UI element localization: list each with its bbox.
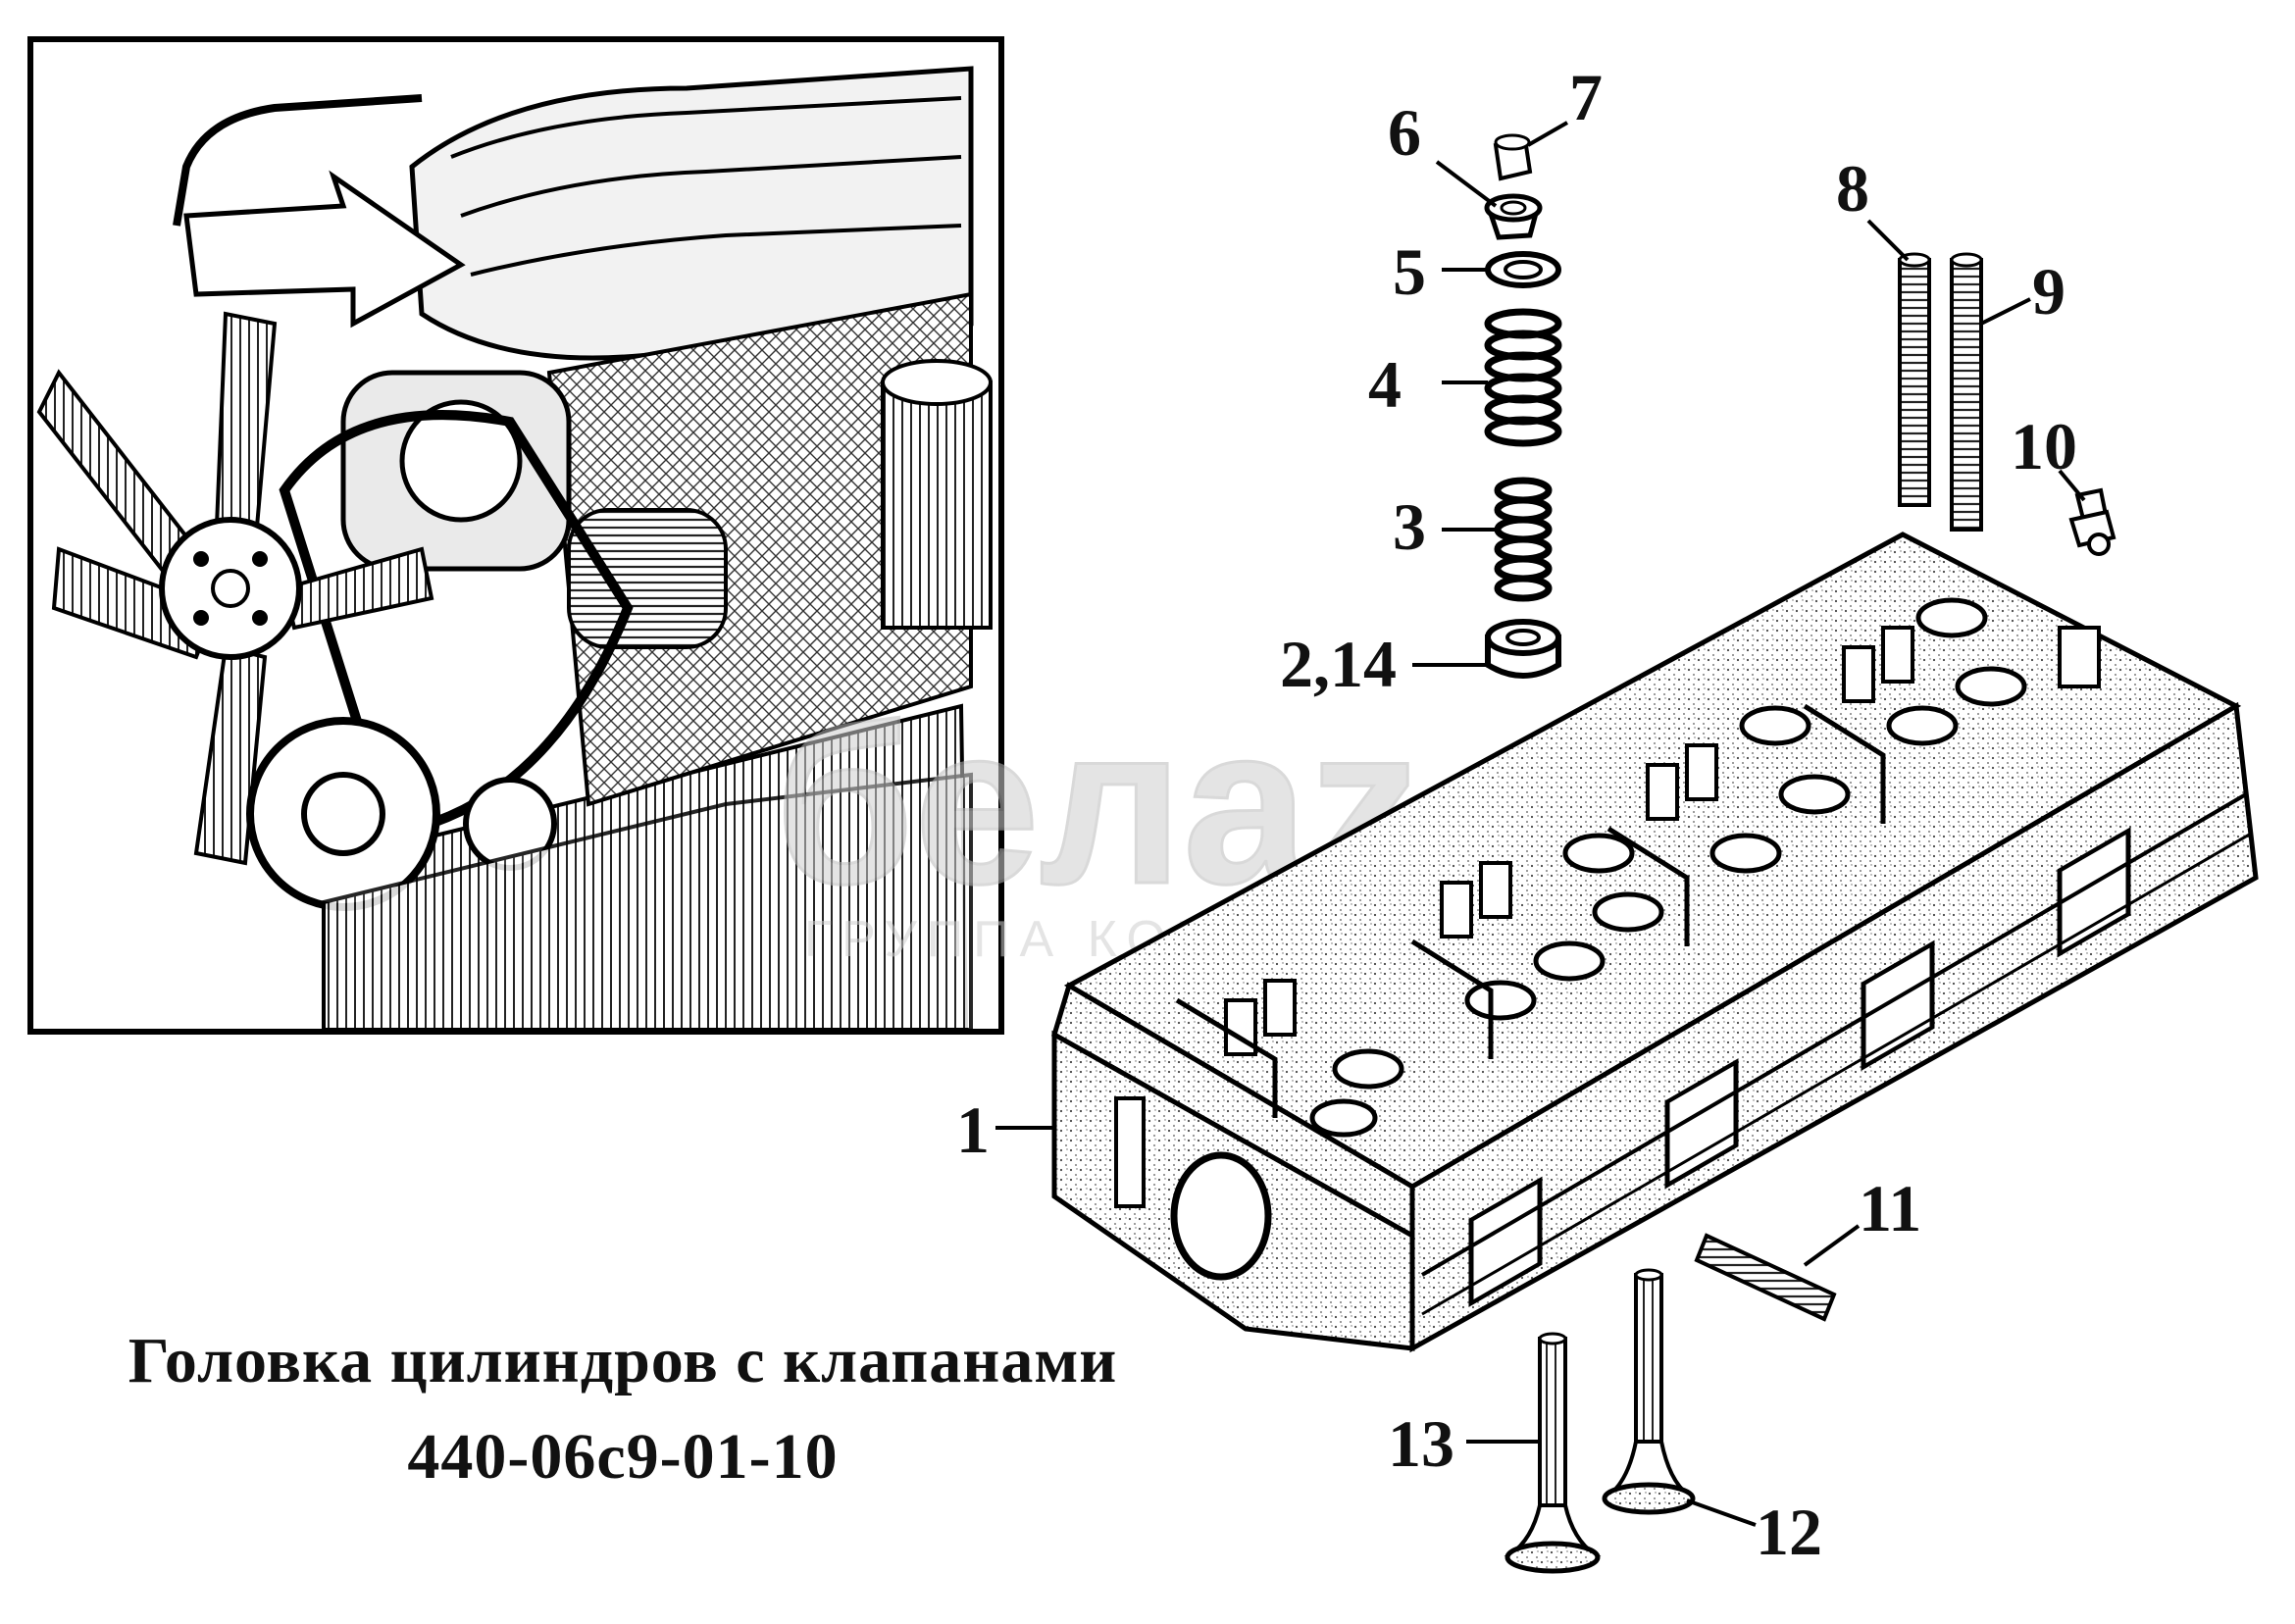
part-2-14-valve-seal — [1485, 619, 1561, 679]
callout-7: 7 — [1569, 60, 1603, 134]
leader-lines — [995, 121, 2086, 1527]
part-13-intake-valve — [1504, 1332, 1602, 1574]
part-7-valve-keeper — [1493, 133, 1533, 181]
diagram-title: Головка цилиндров с клапанами — [128, 1325, 1118, 1396]
callout-9: 9 — [2032, 254, 2066, 329]
diagram-part-number: 440-06с9-01-10 — [407, 1421, 839, 1493]
part-11-stud — [1694, 1233, 1837, 1322]
part-10-fitting — [2068, 487, 2116, 556]
callout-3: 3 — [1393, 489, 1426, 564]
callout-5: 5 — [1393, 234, 1426, 309]
callout-11: 11 — [1859, 1171, 1921, 1245]
part-8-stud — [1898, 252, 1931, 507]
part-9-stud — [1950, 252, 1983, 532]
cylinder-head — [1051, 532, 2259, 1353]
engine-inset — [27, 36, 1004, 1035]
callout-2-14: 2,14 — [1280, 627, 1397, 701]
location-arrow — [183, 170, 466, 329]
part-12-exhaust-valve — [1602, 1268, 1696, 1515]
callouts: 1 2,14 3 4 5 6 7 8 9 10 11 12 13 — [956, 60, 2077, 1569]
valve-stack — [1484, 133, 1562, 679]
callout-4: 4 — [1368, 347, 1402, 422]
callout-8: 8 — [1836, 151, 1869, 226]
part-5-washer — [1485, 251, 1561, 288]
part-3-inner-spring — [1494, 477, 1553, 602]
part-6-spring-retainer — [1484, 193, 1543, 240]
part-4-outer-spring — [1484, 308, 1562, 447]
callout-6: 6 — [1388, 95, 1421, 170]
callout-10: 10 — [2011, 409, 2077, 483]
callout-12: 12 — [1756, 1495, 1822, 1569]
callout-13: 13 — [1388, 1406, 1454, 1481]
callout-1: 1 — [956, 1092, 990, 1167]
